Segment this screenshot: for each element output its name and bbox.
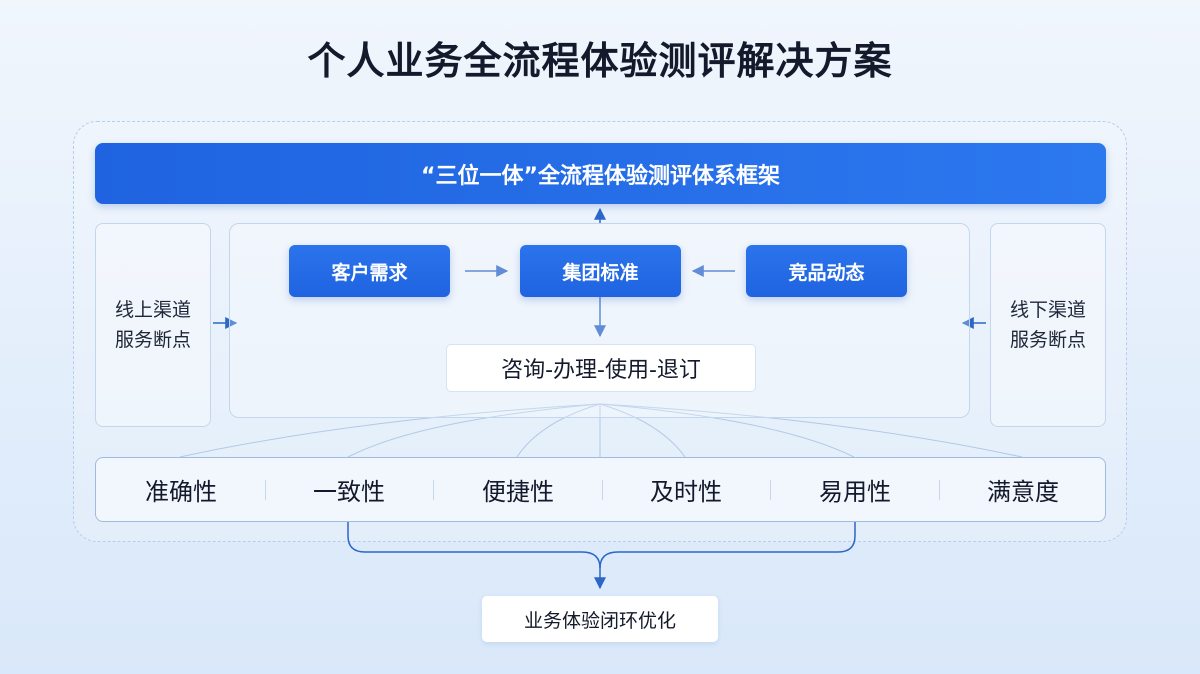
offline-channel-label: 线下渠道 (1009, 299, 1086, 321)
closed-loop-optimization-box: 业务体验闭环优化 (482, 596, 718, 642)
metric-divider (602, 480, 603, 500)
process-stages-box: 咨询-办理-使用-退订 (446, 344, 756, 392)
metric-accuracy: 准确性 (145, 477, 217, 506)
group-standard-box: 集团标准 (520, 245, 681, 297)
customer-demand-box: 客户需求 (289, 245, 450, 297)
metric-satisfaction: 满意度 (987, 477, 1059, 506)
metric-usability: 易用性 (819, 477, 891, 506)
metric-divider (939, 480, 940, 500)
online-breakpoint-label: 服务断点 (114, 329, 191, 351)
framework-banner: “三位一体”全流程体验测评体系框架 (95, 143, 1106, 204)
metric-consistency: 一致性 (313, 477, 385, 506)
offline-channel-box: 线下渠道 服务断点 (990, 223, 1106, 427)
online-channel-box: 线上渠道 服务断点 (95, 223, 211, 427)
online-channel-label: 线上渠道 (114, 299, 191, 321)
metric-divider (265, 480, 266, 500)
metric-divider (433, 480, 434, 500)
page-title: 个人业务全流程体验测评解决方案 (307, 39, 893, 83)
competitor-dynamics-box: 竞品动态 (746, 245, 907, 297)
bottom-bracket (347, 522, 856, 569)
offline-breakpoint-label: 服务断点 (1009, 329, 1086, 351)
metrics-bar: 准确性 一致性 便捷性 及时性 易用性 满意度 (95, 457, 1106, 522)
metric-convenience: 便捷性 (482, 477, 554, 506)
metric-timeliness: 及时性 (650, 477, 722, 506)
fan-lines (179, 403, 1023, 458)
metric-divider (770, 480, 771, 500)
